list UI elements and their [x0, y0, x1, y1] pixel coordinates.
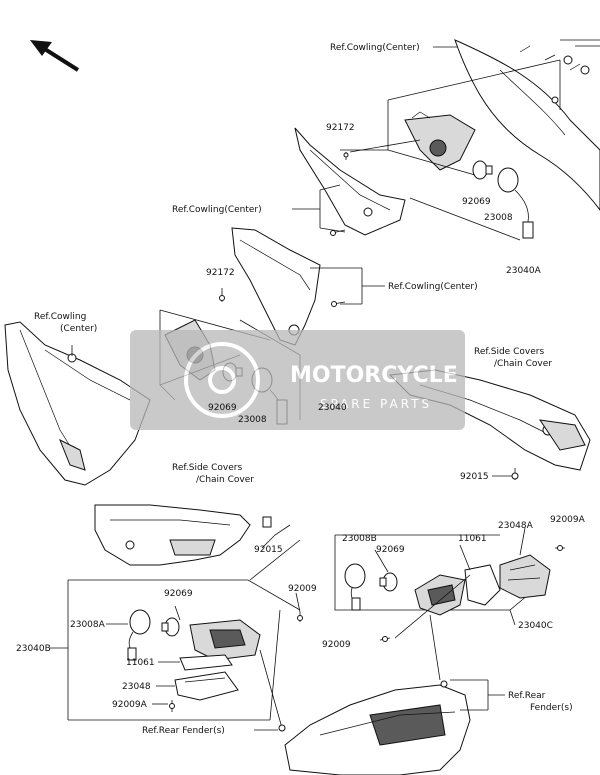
bulb-92069-top [472, 160, 493, 180]
label-11061-right: 11061 [458, 534, 487, 544]
label-23040B: 23040B [16, 644, 51, 654]
label-23008A: 23008A [70, 620, 106, 630]
label-92069-mid: 92069 [208, 403, 237, 413]
screw-92009-left [297, 612, 303, 622]
label-92069-top: 92069 [462, 197, 491, 207]
bulb-92069-right [379, 572, 398, 592]
screw-92015-left [262, 516, 272, 528]
label-23048A: 23048A [498, 521, 534, 531]
label-23040C: 23040C [518, 621, 553, 631]
label-ref-rear-fender-right-2: Fender(s) [530, 703, 573, 713]
label-92009A-right: 92009A [550, 515, 586, 525]
watermark-logo-icon [184, 342, 260, 418]
label-23048: 23048 [122, 682, 151, 692]
screw-92009-right [379, 636, 391, 642]
label-92015-left: 92015 [254, 545, 283, 555]
gasket-11061-right [464, 564, 501, 606]
label-ref-side-covers-right-2: /Chain Cover [494, 359, 552, 369]
label-92069-right: 92069 [376, 545, 405, 555]
leader-lines-23040B [50, 539, 301, 729]
label-92172-top: 92172 [326, 123, 355, 133]
label-ref-cowling-mid: Ref.Cowling(Center) [172, 205, 262, 215]
turn-signal-rear-right [414, 574, 466, 616]
gasket-11061-left [179, 654, 233, 671]
label-11061-left: 11061 [126, 658, 155, 668]
watermark: MOTORCYCLE SPARE PARTS [130, 330, 465, 430]
leader-lines-23040C [374, 527, 526, 681]
label-ref-cowling-right: Ref.Cowling(Center) [388, 282, 478, 292]
screw-92009A-left [169, 700, 175, 712]
screw-mid-cowling [331, 301, 346, 307]
left-side-cover [94, 504, 251, 566]
bolt-92172-mid [219, 288, 225, 302]
label-92015-right: 92015 [460, 472, 489, 482]
frame-23040B [67, 579, 301, 721]
left-cowling-assembly [4, 321, 151, 486]
front-cowling-outline [454, 39, 600, 211]
label-ref-side-covers-left-2: /Chain Cover [196, 475, 254, 485]
label-23040: 23040 [318, 403, 347, 413]
bulb-92069-left [161, 617, 180, 637]
side-cowling-panel [231, 227, 321, 346]
label-ref-rear-fender-left: Ref.Rear Fender(s) [142, 726, 225, 736]
screw-92015-right [511, 468, 519, 480]
screw-top-cowling [330, 229, 346, 236]
label-92009-left: 92009 [288, 584, 317, 594]
leader-lines-top [340, 59, 561, 241]
label-23040A: 23040A [506, 266, 542, 276]
screw-92009A-right [555, 545, 565, 551]
rear-fender [278, 680, 471, 775]
leader-92015-left [261, 524, 291, 549]
watermark-title: MOTORCYCLE [290, 363, 458, 388]
cowling-inner-panel [294, 127, 406, 236]
leader-ref-cowling-right [310, 267, 385, 305]
label-ref-cowling-left-1: Ref.Cowling [34, 312, 86, 322]
label-ref-side-covers-left-1: Ref.Side Covers [172, 463, 242, 473]
bolt-92172-top [343, 152, 349, 160]
watermark-subtitle: SPARE PARTS [320, 397, 432, 411]
label-ref-rear-fender-right-1: Ref.Rear [508, 691, 546, 701]
label-ref-cowling-left-2: (Center) [60, 324, 97, 334]
leader-ref-rear-fender-right [450, 679, 505, 711]
arrow-up-left-icon [30, 40, 80, 72]
turn-signal-front-right [404, 111, 476, 171]
label-ref-cowling-top: Ref.Cowling(Center) [330, 43, 420, 53]
label-92009-right: 92009 [322, 640, 351, 650]
label-92069-left: 92069 [164, 589, 193, 599]
label-23008-mid: 23008 [238, 415, 267, 425]
label-23008B: 23008B [342, 534, 377, 544]
socket-23008B [344, 563, 366, 611]
socket-23008A [127, 609, 151, 661]
label-92172-mid: 92172 [206, 268, 235, 278]
label-ref-side-covers-right-1: Ref.Side Covers [474, 347, 544, 357]
lens-23048 [174, 671, 239, 701]
label-92009A-left: 92009A [112, 700, 148, 710]
label-23008-top: 23008 [484, 213, 513, 223]
lens-23048A [499, 554, 551, 599]
socket-23008-top [497, 167, 534, 239]
turn-signal-rear-left [189, 619, 261, 661]
